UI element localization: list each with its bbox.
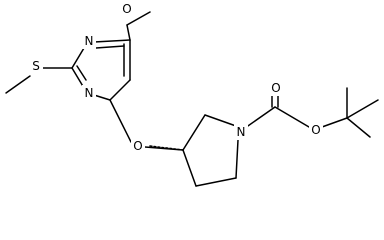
atom-label-ether-oxygen: O <box>133 139 142 153</box>
bond-carbonyl-c-o-ester <box>274 106 310 128</box>
bond-o-ether-stereo-c <box>144 146 184 151</box>
atom-label-pyrrolidine-nitrogen: N <box>237 125 246 139</box>
bond-stereo-hash <box>149 145 184 151</box>
bond-n-carbonyl-c <box>244 106 276 129</box>
bond-pyrr-c4-c3 <box>182 149 197 187</box>
atom-labels: O S N N O O O N <box>29 1 323 154</box>
bond-methoxy-ch3 <box>126 11 151 26</box>
bond-s-ch3 <box>5 75 31 94</box>
bond-o-ester-tbu <box>321 117 348 128</box>
atom-label-carbonyl-oxygen: O <box>271 81 280 95</box>
bond-c4-o-ether <box>109 99 132 143</box>
bond-pyrr-n-c5 <box>235 139 239 179</box>
bond-ring-n3-c2 <box>71 67 85 89</box>
atom-label-ester-oxygen: O <box>311 123 320 137</box>
bond-ring-n3-c2-double <box>76 65 87 81</box>
bond-tbu-ch3-right <box>346 99 379 119</box>
bond-tbu-ch3-down <box>346 117 371 138</box>
atom-label-ring-nitrogen-upper: N <box>85 34 94 48</box>
bond-ring-c2-n1 <box>71 47 85 69</box>
molecule-structure: O S N N O O O N <box>5 1 379 187</box>
bond-ring-c5-c4 <box>109 79 131 101</box>
atom-label-methoxy-oxygen: O <box>122 2 131 16</box>
bond-ring-c4-n3 <box>93 94 111 101</box>
bonds <box>5 11 379 187</box>
bond-pyrr-c2-n <box>204 114 237 127</box>
atom-label-ring-nitrogen-lower: N <box>85 86 94 100</box>
bond-ring-n1-c6 <box>93 39 131 43</box>
bond-pyrr-c3-c2 <box>182 114 206 151</box>
bond-methoxy-o-ring <box>126 24 131 41</box>
atom-label-sulfur: S <box>32 59 40 73</box>
bond-pyrr-c5-c4 <box>195 177 237 187</box>
bond-ring-n1-c6-double <box>95 45 125 49</box>
